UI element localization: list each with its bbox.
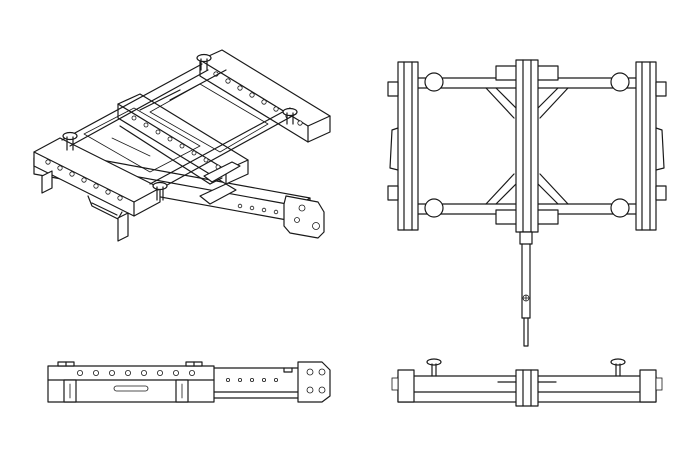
- iso-slide-tube: [119, 125, 241, 205]
- iso-left-rail: [33, 137, 161, 217]
- side-holes: [77, 369, 278, 382]
- top-extension-arm: [519, 231, 533, 347]
- iso-end-plate: [283, 195, 325, 239]
- iso-bracket-left: [41, 170, 129, 242]
- front-side-tabs: [391, 377, 663, 391]
- top-pins: [424, 72, 630, 218]
- iso-bottom-bar-holes: [237, 203, 279, 215]
- top-braces: [485, 87, 569, 205]
- front-pins: [426, 358, 626, 377]
- top-view: [387, 59, 667, 347]
- side-end-plate: [297, 361, 331, 403]
- side-pins: [57, 361, 293, 373]
- iso-pin-2: [282, 107, 298, 125]
- iso-pins: [62, 53, 298, 201]
- isometric-view: [33, 49, 331, 242]
- side-slot: [113, 385, 149, 392]
- iso-rear-rail: [199, 49, 331, 143]
- iso-pin-4: [152, 181, 168, 201]
- iso-handle-left: [87, 195, 123, 220]
- iso-pin-3: [62, 131, 78, 151]
- front-view: [391, 358, 663, 407]
- iso-pin-1: [196, 53, 212, 71]
- side-brackets: [63, 379, 189, 403]
- iso-cross-tubes: [61, 63, 297, 191]
- side-view: [47, 361, 331, 403]
- front-uprights: [397, 369, 657, 407]
- iso-rail-holes-left: [45, 159, 123, 201]
- top-right-rail: [635, 61, 667, 231]
- top-center-rail: [515, 59, 539, 233]
- top-left-rail: [387, 61, 419, 231]
